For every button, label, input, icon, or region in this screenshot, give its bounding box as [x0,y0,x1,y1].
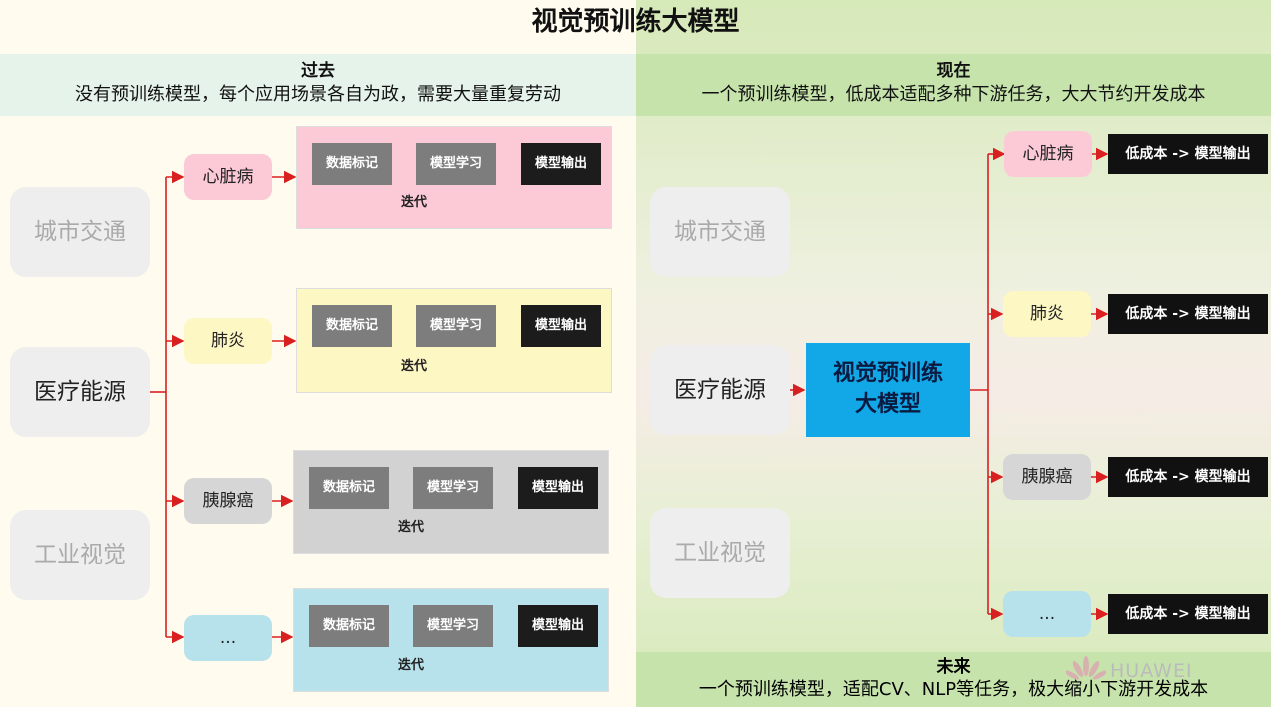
app-heart-disease: 心脏病 [184,154,272,200]
app-pneumonia: 肺炎 [184,318,272,364]
future-heading: 未来 [936,657,971,677]
past-subtitle: 没有预训练模型，每个应用场景各自为政，需要大量重复劳动 [75,84,561,105]
model-learning-step: 模型学习 [413,605,493,647]
huawei-logo-icon [1066,656,1106,680]
page-title: 视觉预训练大模型 [531,7,740,37]
future-footer: 未来 一个预训练模型，适配CV、NLP等任务，极大缩小下游开发成本 [636,652,1271,707]
low-cost-output: 低成本 -> 模型输出 [1108,457,1268,497]
domain-industrial-vision: 工业视觉 [10,510,150,600]
data-labeling-step: 数据标记 [312,305,392,347]
iteration-label: 迭代 [401,195,428,210]
model-learning-step: 模型学习 [416,143,496,185]
app-more: ... [1003,591,1091,637]
past-header: 过去 没有预训练模型，每个应用场景各自为政，需要大量重复劳动 [0,54,636,116]
domain-city-traffic: 城市交通 [10,187,150,277]
iteration-label: 迭代 [398,520,425,535]
low-cost-output: 低成本 -> 模型输出 [1108,134,1268,174]
model-learning-step: 模型学习 [413,467,493,509]
low-cost-output: 低成本 -> 模型输出 [1108,594,1268,634]
app-pancreatic-cancer: 胰腺癌 [1003,454,1091,500]
past-heading: 过去 [301,61,335,81]
app-pancreatic-cancer: 胰腺癌 [184,478,272,524]
low-cost-output: 低成本 -> 模型输出 [1108,294,1268,334]
big-model-line1: 视觉预训练 [832,361,943,386]
data-labeling-step: 数据标记 [309,605,389,647]
domain-industrial-vision: 工业视觉 [650,508,790,598]
domain-city-traffic: 城市交通 [650,187,790,277]
huawei-brand-text: HUAWEI [1110,660,1193,682]
present-header: 现在 一个预训练模型，低成本适配多种下游任务，大大节约开发成本 [636,54,1271,116]
model-output-step: 模型输出 [518,467,598,509]
model-output-step: 模型输出 [521,143,601,185]
data-labeling-step: 数据标记 [312,143,392,185]
app-more: ... [184,615,272,661]
app-pneumonia: 肺炎 [1003,291,1091,337]
iteration-label: 迭代 [398,658,425,673]
present-heading: 现在 [936,61,971,81]
future-subtitle: 一个预训练模型，适配CV、NLP等任务，极大缩小下游开发成本 [698,679,1209,700]
data-labeling-step: 数据标记 [309,467,389,509]
domain-medical-energy: 医疗能源 [10,347,150,437]
present-subtitle: 一个预训练模型，低成本适配多种下游任务，大大节约开发成本 [701,84,1206,105]
app-heart-disease: 心脏病 [1004,131,1092,177]
vision-pretrained-big-model: 视觉预训练 大模型 [806,343,970,437]
model-output-step: 模型输出 [521,305,601,347]
domain-medical-energy: 医疗能源 [650,345,790,435]
big-model-line2: 大模型 [854,392,921,417]
model-learning-step: 模型学习 [416,305,496,347]
iteration-label: 迭代 [401,359,428,374]
model-output-step: 模型输出 [518,605,598,647]
